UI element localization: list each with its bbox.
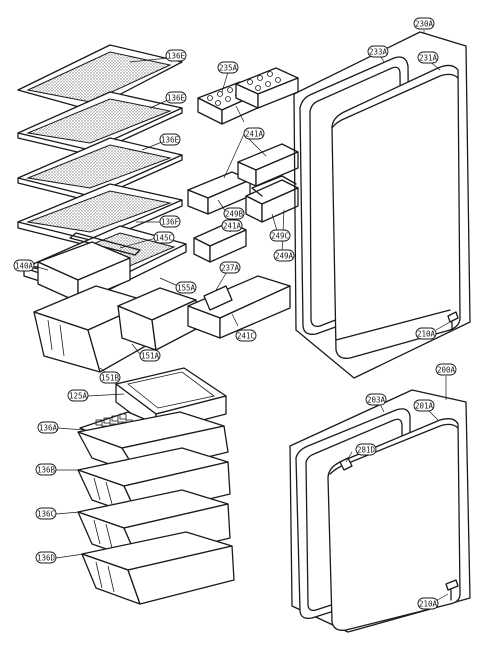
callout-136F: 136F: [161, 218, 180, 227]
bottle-bin: [187, 275, 291, 339]
callout-210A-2: 210A: [419, 600, 438, 609]
callout-241A-2: 241A: [223, 222, 242, 231]
callout-136B: 136B: [37, 466, 56, 475]
callout-235A: 235A: [219, 64, 238, 73]
callout-151A: 151A: [141, 352, 160, 361]
freezer-drawer-136D: [81, 531, 235, 605]
leader-lines: [33, 30, 451, 603]
callout-200A: 200A: [437, 366, 456, 375]
callout-145C: 145C: [155, 234, 173, 243]
callout-237A: 237A: [221, 264, 240, 273]
glass-shelf-1: [17, 44, 183, 111]
refrigerator-door-frame: [293, 31, 471, 379]
callout-233A: 233A: [369, 48, 388, 57]
callout-125A: 125A: [69, 392, 88, 401]
callout-203A: 203A: [367, 396, 386, 405]
callout-151B: 151B: [101, 374, 120, 383]
door-panel-231A: [331, 64, 461, 359]
callout-136E-2: 136E: [167, 94, 186, 103]
door-bin-upper-right: [237, 143, 299, 187]
callout-281D: 281D: [357, 446, 376, 455]
callout-249C: 249C: [271, 232, 289, 241]
glass-shelf-4: [17, 183, 183, 247]
callout-249A: 249A: [275, 252, 294, 261]
small-drawer: [37, 241, 131, 303]
callout-241A-1: 241A: [245, 130, 264, 139]
callout-241C: 241C: [237, 332, 255, 341]
callout-136C: 136C: [37, 510, 55, 519]
crisper-drawer-right: [117, 287, 199, 351]
callout-249B: 249B: [225, 210, 244, 219]
hinge-210A-1: [447, 311, 459, 331]
ice-tray-drawer-125A: [115, 367, 227, 433]
callout-201A: 201A: [415, 402, 434, 411]
door-bin-middle-right: [245, 175, 299, 223]
hinge-210A-2: [445, 579, 459, 601]
freezer-door-frame: [289, 389, 471, 633]
callout-230A: 230A: [415, 20, 434, 29]
callout-136E-3: 136E: [161, 136, 180, 145]
callout-136D: 136D: [37, 554, 56, 563]
callout-140A: 140A: [15, 262, 34, 271]
egg-tray-2: [235, 67, 299, 109]
freezer-door-panel-201A: [327, 418, 461, 631]
door-bin-upper-left: [187, 171, 251, 215]
callout-136A: 136A: [39, 424, 58, 433]
callout-136E-1: 136E: [167, 52, 186, 61]
callout-155A: 155A: [177, 284, 196, 293]
callout-210A-1: 210A: [417, 330, 436, 339]
callout-231A: 231A: [419, 54, 438, 63]
